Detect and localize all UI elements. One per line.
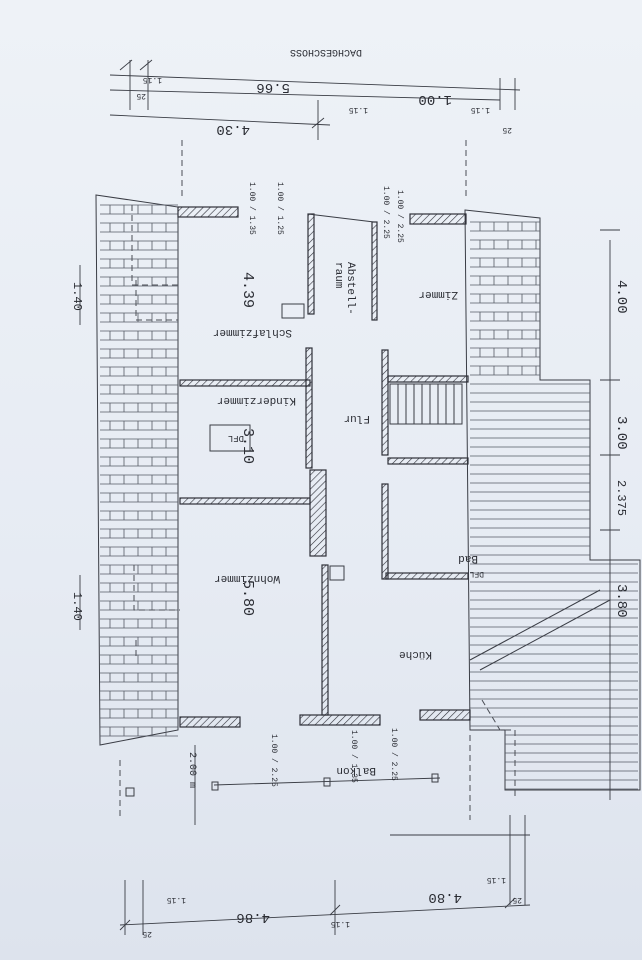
dim-top-small-e: 25 <box>502 125 512 134</box>
dim-bottom-left: 4.86 <box>236 909 270 925</box>
room-schlafzimmer: Schlafzimmer <box>213 326 292 338</box>
plan-labels: DACHGESCHOSS Abstell- raum Zimmer Schlaf… <box>70 46 629 938</box>
window-label-b: 1.00 / 1.25 <box>275 182 284 235</box>
room-kueche: Küche <box>399 648 432 660</box>
dim-inner-schlaf: 4.39 <box>239 272 256 308</box>
room-kinderzimmer: Kinderzimmer <box>217 394 296 406</box>
dim-top-right: 1.00 <box>418 91 452 107</box>
room-abstellraum-2: raum <box>332 262 344 289</box>
dim-right-b: 3.00 <box>613 416 629 450</box>
dashed-outlines <box>119 140 516 820</box>
dim-top-left: 4.30 <box>216 121 250 137</box>
svg-text:DACHGESCHOSS: DACHGESCHOSS <box>290 46 362 57</box>
dfl-label-1: DFL <box>228 433 244 443</box>
window-label-e: 1.00 / 1.35 <box>349 730 358 783</box>
dim-left-a: 1.40 <box>70 282 84 311</box>
dim-right-d: 3.80 <box>613 584 629 618</box>
window-label-a: 1.00 / 1.35 <box>247 182 256 235</box>
dim-top-small-a: 1.15 <box>143 75 162 84</box>
dim-top-small-b: 1.15 <box>349 105 368 114</box>
dim-bottom-small-d: 1.15 <box>487 875 506 884</box>
room-zimmer: Zimmer <box>418 288 458 300</box>
window-label-f: 1.00 / 2.25 <box>389 728 398 781</box>
dfl-label-2: DFL <box>469 569 484 578</box>
right-roof <box>464 209 641 791</box>
room-wohnzimmer: Wohnzimmer <box>214 572 280 584</box>
dim-right-a: 4.00 <box>613 280 629 314</box>
dim-right-c: 2.375 <box>614 480 628 516</box>
window-label-g: 1.00 / 2.25 <box>395 190 404 243</box>
window-label-d: 1.00 / 2.25 <box>269 734 278 787</box>
dim-bottom-small-e: 25 <box>512 895 522 904</box>
window-label-c: 1.00 / 2.25 <box>381 186 390 239</box>
balcony-posts <box>125 773 439 797</box>
dim-bottom-small-b: 1.15 <box>331 919 350 928</box>
left-roof <box>95 194 179 746</box>
dim-left-b: 1.40 <box>70 592 84 621</box>
dim-bottom-small-a: 1.15 <box>167 895 186 904</box>
dim-top-small-d: 1.15 <box>471 105 490 114</box>
dim-bottom-small-c: 25 <box>142 929 152 938</box>
dim-top-total: 5.66 <box>256 79 290 95</box>
room-flur: Flur <box>344 412 370 424</box>
walls <box>177 206 471 728</box>
room-abstellraum: Abstell- <box>344 262 356 315</box>
dim-inner-kinder: 3.10 <box>239 428 256 464</box>
room-bad: Bad <box>458 552 478 564</box>
dimension-lines <box>79 59 620 935</box>
dim-bottom-right: 4.80 <box>428 889 462 905</box>
plan-title: DACHGESCHOSS <box>290 46 362 57</box>
dim-top-small-c: 25 <box>136 91 146 100</box>
room-balkon: Balkon <box>336 764 376 776</box>
dim-inner-wohn: 5.80 <box>239 580 256 616</box>
dim-balkon-depth: 2.00 m <box>186 752 197 788</box>
